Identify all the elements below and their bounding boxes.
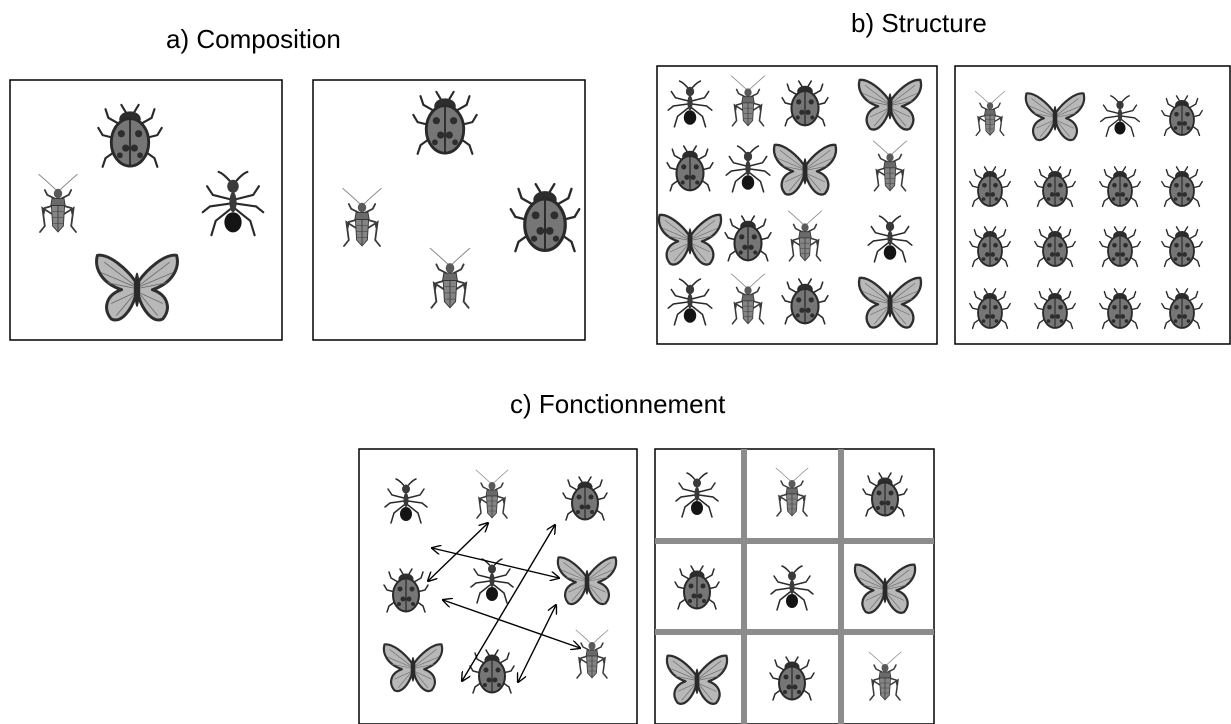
- cricket-icon: [475, 469, 509, 519]
- interaction-arrow: [432, 548, 559, 578]
- ladybug-icon: [1160, 225, 1204, 268]
- barrier-vertical-1: [741, 449, 747, 724]
- title-composition: a) Composition: [166, 24, 341, 54]
- butterfly-icon: [857, 78, 923, 131]
- ladybug-icon: [674, 565, 720, 610]
- title-fonctionnement: c) Fonctionnement: [510, 389, 726, 419]
- ladybug-icon: [562, 476, 608, 521]
- ant-icon: [667, 80, 713, 128]
- ladybug-icon: [1098, 225, 1142, 268]
- ant-icon: [201, 170, 265, 237]
- butterfly-icon: [1024, 92, 1086, 142]
- ladybug-icon: [1160, 287, 1204, 330]
- barrier-vertical-2: [838, 449, 844, 724]
- cricket-icon: [775, 467, 809, 517]
- ladybug-icon: [1033, 165, 1077, 208]
- frame-structure-right: [954, 65, 1231, 345]
- frame-fonctionnement-right: [654, 448, 935, 724]
- ladybug-icon: [509, 182, 581, 253]
- frame-structure-left: [656, 65, 938, 345]
- butterfly-icon: [556, 556, 618, 606]
- ladybug-icon: [1160, 94, 1204, 137]
- ant-icon: [867, 215, 913, 263]
- ladybug-icon: [1033, 287, 1077, 330]
- cricket-icon: [341, 187, 383, 247]
- cricket-icon: [37, 173, 79, 233]
- barrier-horizontal-2: [655, 629, 934, 635]
- ant-icon: [770, 565, 814, 611]
- frame-composition-right: [312, 79, 586, 341]
- ladybug-icon: [862, 472, 908, 517]
- interaction-arrow: [443, 600, 580, 648]
- cricket-icon: [868, 651, 902, 701]
- cricket-icon: [730, 273, 766, 325]
- ladybug-icon: [968, 287, 1012, 330]
- ladybug-icon: [96, 103, 164, 169]
- cricket-icon: [872, 140, 908, 192]
- cricket-icon: [730, 75, 766, 127]
- ladybug-icon: [781, 278, 829, 325]
- interaction-arrow: [518, 605, 556, 682]
- ladybug-icon: [968, 225, 1012, 268]
- ant-icon: [667, 278, 713, 326]
- ant-icon: [384, 478, 428, 524]
- interaction-arrow: [462, 525, 555, 681]
- ant-icon: [1099, 95, 1141, 138]
- ladybug-icon: [1098, 287, 1142, 330]
- butterfly-icon: [772, 143, 838, 196]
- cricket-icon: [787, 210, 823, 262]
- ladybug-icon: [1160, 165, 1204, 208]
- frame-composition-left: [9, 79, 283, 341]
- butterfly-icon: [857, 276, 923, 329]
- insects-layer: [37, 75, 1204, 705]
- ladybug-icon: [1098, 165, 1142, 208]
- ladybug-icon: [411, 90, 479, 156]
- title-structure: b) Structure: [851, 8, 987, 38]
- cricket-icon: [575, 629, 609, 679]
- ant-icon: [725, 145, 771, 193]
- cricket-icon: [429, 247, 471, 309]
- cell-barriers: [655, 449, 934, 724]
- butterfly-icon: [657, 213, 723, 266]
- ant-icon: [675, 472, 719, 518]
- ladybug-icon: [383, 568, 429, 613]
- ladybug-icon: [781, 80, 829, 127]
- cricket-icon: [974, 90, 1006, 137]
- barrier-horizontal-1: [655, 538, 934, 544]
- interaction-arrows: [428, 523, 580, 682]
- ladybug-icon: [666, 145, 714, 192]
- ladybug-icon: [724, 215, 772, 262]
- ladybug-icon: [769, 656, 815, 701]
- frame-fonctionnement-left: [358, 448, 638, 724]
- ladybug-icon: [1033, 225, 1077, 268]
- butterfly-icon: [95, 253, 179, 322]
- ladybug-icon: [968, 165, 1012, 208]
- interaction-arrow: [428, 523, 488, 581]
- butterfly-icon: [665, 654, 729, 705]
- butterfly-icon: [382, 643, 444, 693]
- butterfly-icon: [853, 563, 917, 614]
